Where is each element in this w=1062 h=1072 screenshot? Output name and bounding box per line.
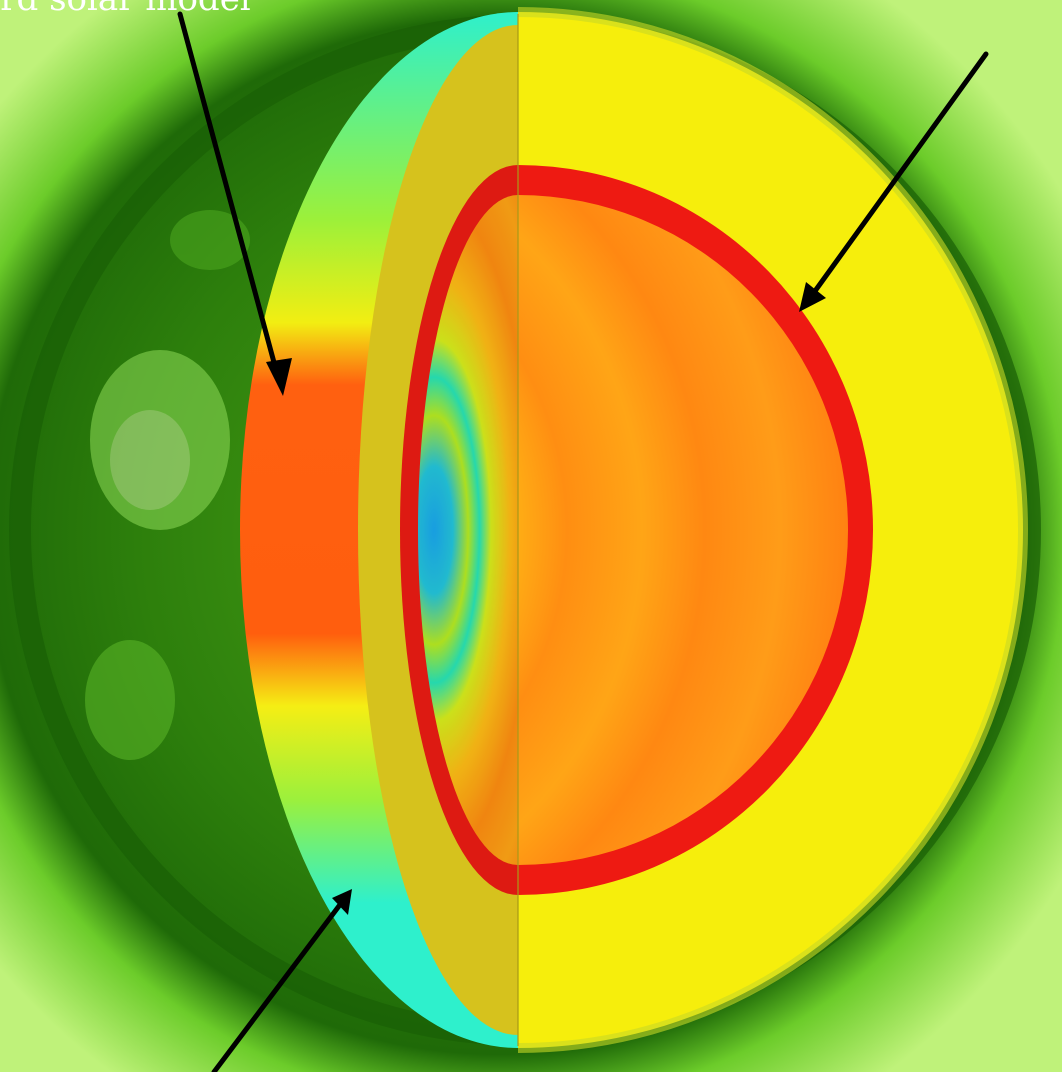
arrowhead-red-shell xyxy=(799,282,826,312)
coronal-loops xyxy=(85,210,250,760)
core-left xyxy=(418,195,518,865)
arrow-red-shell xyxy=(807,51,989,301)
annotation-top-left: ard solar model xyxy=(0,0,251,19)
arrowhead-cyan-band xyxy=(332,889,352,915)
core-right xyxy=(518,195,848,865)
arrowhead-left-band xyxy=(266,358,292,396)
arrow-cyan-band xyxy=(211,899,345,1072)
arrow-left-band xyxy=(177,11,282,384)
